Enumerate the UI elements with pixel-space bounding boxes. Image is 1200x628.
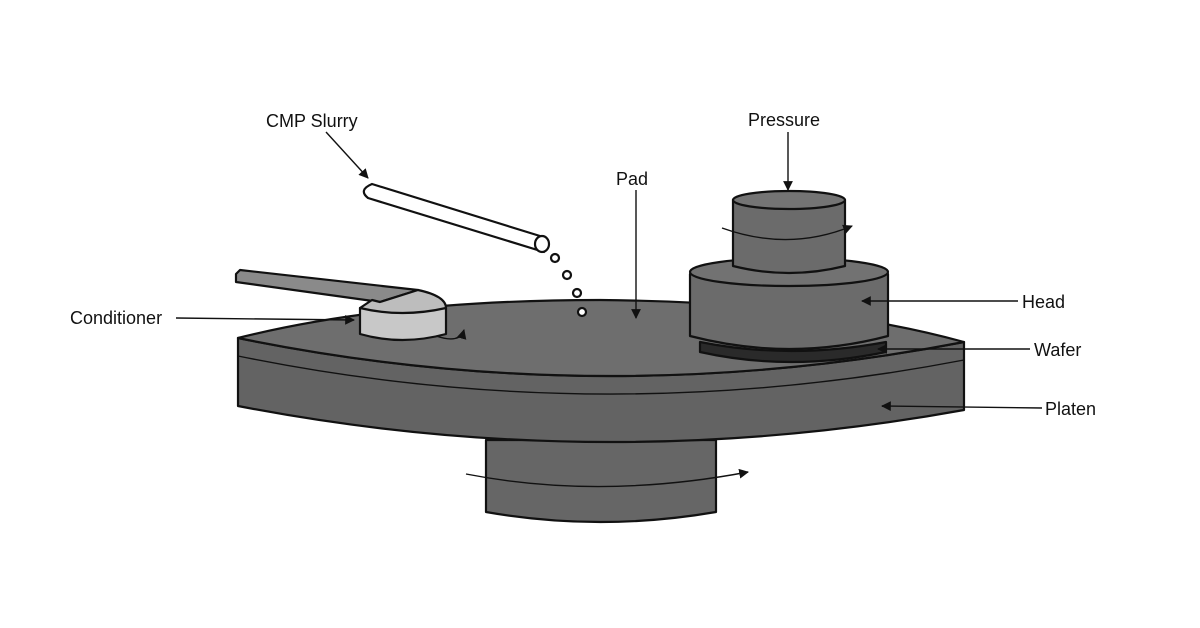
pad-label: Pad	[616, 169, 648, 189]
slurry-drop	[561, 269, 573, 281]
pad-edge-line	[237, 355, 965, 395]
platen-label: Platen	[1045, 399, 1096, 419]
slurry-drop	[576, 306, 588, 318]
slurry-drop	[571, 287, 583, 299]
head-rotation-arrow	[721, 224, 853, 241]
head	[688, 189, 890, 351]
shaft-rotation-arrow	[465, 468, 749, 488]
platen-leader	[881, 401, 1043, 412]
head-label: Head	[1022, 292, 1065, 312]
conditioner-label: Conditioner	[70, 308, 162, 328]
conditioner-rotation-arrow	[435, 329, 467, 340]
pressure-label: Pressure	[748, 110, 820, 130]
platen-shaft	[465, 438, 749, 524]
cmp-slurry-leader	[325, 131, 369, 179]
conditioner	[234, 268, 467, 342]
slurry-tube	[362, 182, 588, 318]
conditioner-leader	[175, 315, 355, 325]
leader-lines	[175, 131, 1043, 412]
cmp-slurry-label: CMP Slurry	[266, 111, 358, 131]
slurry-drop	[549, 252, 561, 264]
wafer-label: Wafer	[1034, 340, 1081, 360]
